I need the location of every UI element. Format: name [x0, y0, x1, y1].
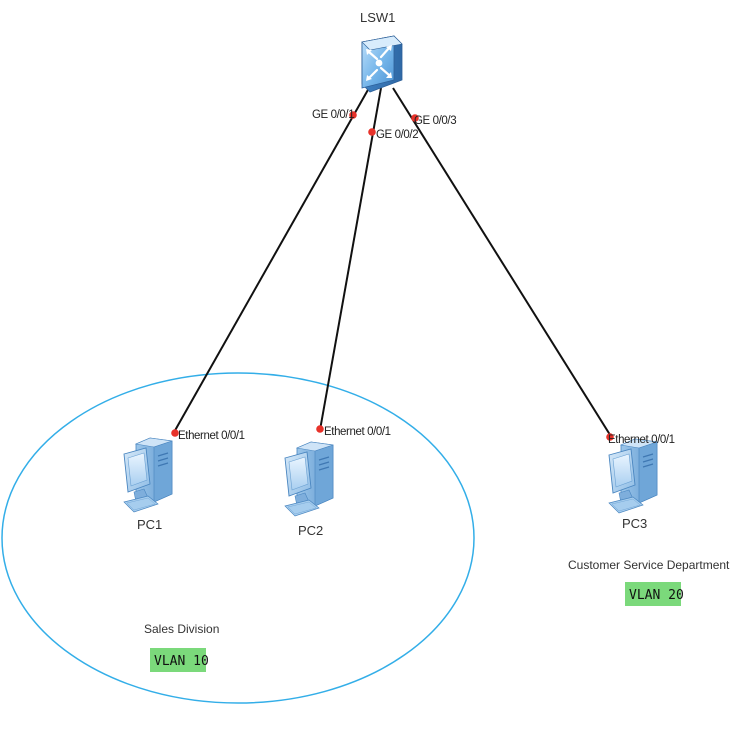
pc-icon [123, 437, 173, 513]
customer-service-dept-label: Customer Service Department [568, 558, 730, 572]
port-label-pc1: Ethernet 0/0/1 [178, 430, 245, 442]
pc3-name: PC3 [622, 516, 647, 531]
port-label-ge002: GE 0/0/2 [376, 129, 418, 141]
switch-lsw1[interactable]: LSW1 [360, 10, 403, 93]
port-dot-ge001[interactable] [349, 111, 357, 119]
vlan10-badge: VLAN 10 [150, 648, 209, 672]
port-dot-pc3[interactable] [606, 433, 614, 441]
port-label-ge003: GE 0/0/3 [414, 115, 456, 127]
port-label-ge001: GE 0/0/1 [312, 109, 354, 121]
l3-switch-icon [361, 35, 403, 93]
pc1-name: PC1 [137, 517, 162, 532]
port-dot-pc2[interactable] [316, 425, 324, 433]
link-ge002-pc2[interactable] [319, 87, 382, 431]
vlan20-badge: VLAN 20 [625, 582, 684, 606]
link-ge001-pc1[interactable] [172, 87, 370, 435]
pc3[interactable]: PC3 [608, 438, 658, 531]
vlan10-text: VLAN 10 [154, 654, 209, 669]
pc2[interactable]: PC2 [284, 441, 334, 538]
port-dot-ge002[interactable] [368, 128, 376, 136]
pc-icon [284, 441, 334, 517]
pc1[interactable]: PC1 [123, 437, 173, 532]
port-label-pc2: Ethernet 0/0/1 [324, 426, 391, 438]
pc2-name: PC2 [298, 523, 323, 538]
sales-group-outline [1, 372, 475, 704]
vlan20-text: VLAN 20 [629, 588, 684, 603]
port-dot-pc1[interactable] [171, 429, 179, 437]
port-label-pc3: Ethernet 0/0/1 [608, 434, 675, 446]
sales-dept-label: Sales Division [144, 622, 219, 636]
pc-icon [608, 438, 658, 514]
link-ge003-pc3[interactable] [392, 87, 613, 439]
port-dot-ge003[interactable] [411, 114, 419, 122]
switch-name: LSW1 [360, 10, 395, 25]
